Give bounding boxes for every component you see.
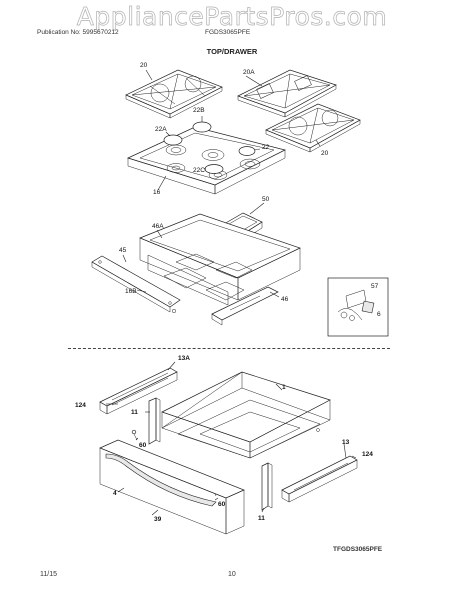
callout-1: 1 — [282, 384, 286, 391]
cooktop-frame — [139, 213, 301, 306]
leader-lines-bottom — [106, 361, 357, 516]
callout-4: 4 — [113, 490, 117, 497]
callout-16b: 16B — [125, 288, 137, 295]
burner-cap-22 — [238, 146, 256, 156]
leader-lines-top — [122, 69, 321, 298]
drawer-screw-left — [131, 429, 138, 441]
burner-grate-left — [125, 69, 223, 119]
callout-60-left: 60 — [139, 442, 147, 449]
cooktop-panel — [127, 126, 286, 195]
callout-22c: 22C — [193, 167, 205, 174]
burner-grate-right — [265, 103, 361, 153]
burner-cap-22c — [204, 164, 224, 174]
section-divider — [68, 348, 390, 349]
burner-grate-center — [237, 69, 337, 118]
callout-20-left: 20 — [140, 62, 148, 69]
callout-57: 57 — [371, 283, 379, 290]
callout-11-right: 11 — [258, 515, 265, 522]
burner-cap-22b — [192, 121, 212, 133]
page-title: TOP/DRAWER — [206, 47, 258, 56]
callout-45: 45 — [119, 247, 127, 254]
callout-13a: 13A — [178, 355, 190, 362]
callout-20-right: 20 — [321, 150, 329, 157]
drawer-bracket-left — [148, 397, 161, 445]
footer-date: 11/15 — [40, 571, 57, 578]
drawer-front-panel — [99, 439, 245, 535]
callout-11-left: 11 — [131, 409, 138, 416]
callout-46a: 46A — [152, 223, 164, 230]
inset-detail-box — [327, 277, 389, 337]
callout-16: 16 — [153, 189, 161, 196]
callout-50: 50 — [262, 196, 270, 203]
callout-13: 13 — [342, 439, 350, 446]
callout-46: 46 — [281, 296, 289, 303]
callout-20a: 20A — [243, 69, 255, 76]
callout-124-right: 124 — [362, 451, 373, 458]
callout-22a: 22A — [155, 126, 167, 133]
side-trim-46 — [211, 286, 279, 326]
publication-number: Publication No: 5995670212 — [37, 29, 119, 36]
model-number: FGDS3065PFE — [205, 29, 251, 36]
diagram-code: TFGDS3065PFE — [333, 546, 383, 553]
side-trim-16b — [91, 255, 181, 314]
callout-22b: 22B — [193, 107, 205, 114]
drawer-box — [161, 371, 331, 459]
callout-39: 39 — [154, 516, 162, 523]
callout-6: 6 — [377, 311, 381, 318]
callout-60-right: 60 — [218, 501, 226, 508]
burner-cap-22a — [163, 134, 183, 146]
callout-22: 22 — [262, 144, 270, 151]
page-number: 10 — [228, 571, 236, 578]
callout-124-left: 124 — [75, 402, 86, 409]
drawer-slide-left — [99, 367, 178, 415]
drawer-slide-right — [281, 455, 358, 503]
drawer-bracket-right — [261, 462, 273, 511]
